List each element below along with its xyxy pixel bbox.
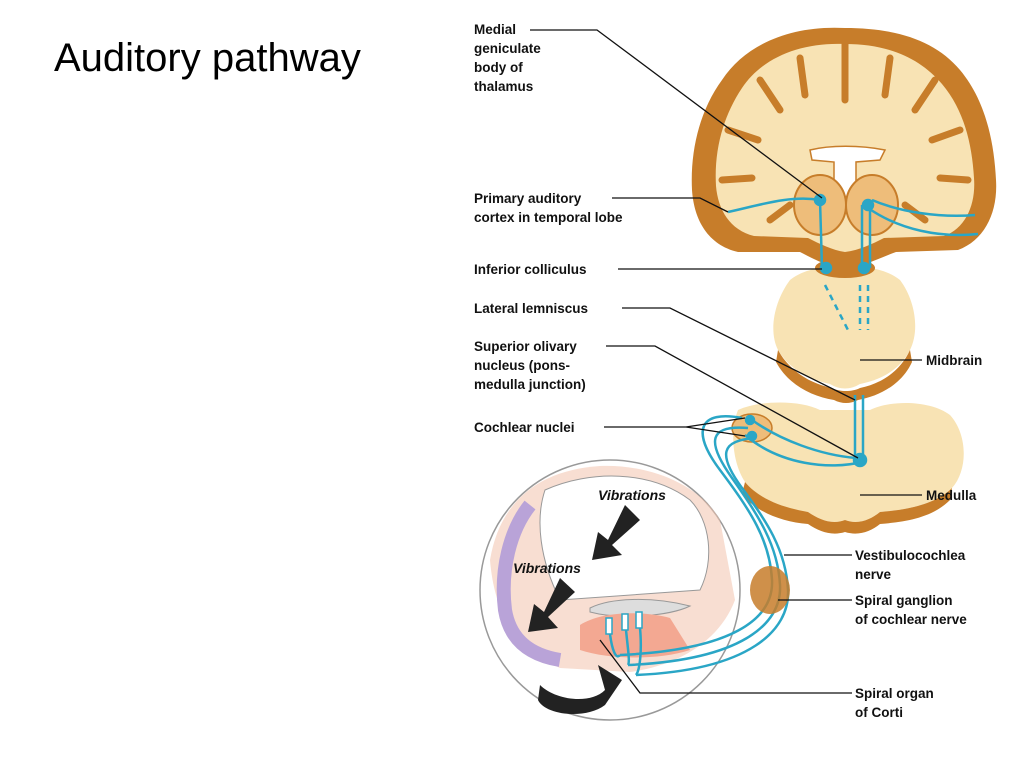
label-spiral-organ: Spiral organ of Corti bbox=[855, 686, 938, 720]
cochlear-nerve-2 bbox=[627, 426, 782, 667]
hair-cell-fibers bbox=[608, 627, 643, 676]
leader-superior-olivary bbox=[606, 345, 859, 459]
label-medulla: Medulla bbox=[926, 488, 977, 503]
curved-arrow bbox=[538, 665, 622, 715]
node-ic-left bbox=[819, 261, 833, 275]
node-ic-right bbox=[857, 261, 871, 275]
label-vibrations-bottom: Vibrations bbox=[513, 560, 581, 576]
pathway-cortex-right-2 bbox=[867, 206, 979, 237]
brain-section bbox=[691, 27, 997, 534]
leader-medial-geniculate bbox=[530, 29, 823, 199]
pathway-cortex-right bbox=[871, 198, 976, 218]
leader-primary-auditory bbox=[612, 197, 729, 213]
leader-cochlear-nuclei bbox=[604, 417, 746, 437]
label-superior-olivary: Superior olivary nucleus (pons- medulla … bbox=[474, 339, 586, 392]
node-mgb-left bbox=[813, 193, 827, 207]
vibration-arrow-top bbox=[592, 505, 640, 560]
cochlea-inset bbox=[479, 459, 741, 721]
pathway-thalamus-down-left bbox=[818, 199, 824, 269]
gyri-folds bbox=[718, 40, 972, 224]
medulla-base bbox=[742, 482, 952, 534]
leader-lateral-lemniscus bbox=[622, 307, 856, 401]
colliculi bbox=[815, 258, 875, 278]
slide-title: Auditory pathway bbox=[54, 36, 361, 80]
label-primary-auditory: Primary auditory cortex in temporal lobe bbox=[474, 191, 623, 225]
midbrain-section bbox=[773, 267, 916, 389]
pathway-cochlear-to-olive-2 bbox=[744, 434, 863, 467]
label-vestibulocochlear: Vestibulocochlea nerve bbox=[855, 548, 969, 582]
midbrain-base bbox=[776, 350, 912, 403]
pathway-cortex-left bbox=[727, 197, 821, 214]
leader-lines bbox=[530, 29, 922, 694]
cochlear-nerve-3 bbox=[635, 436, 790, 677]
label-spiral-ganglion: Spiral ganglion of cochlear nerve bbox=[855, 593, 967, 627]
node-olive bbox=[852, 452, 868, 468]
hair-cells bbox=[605, 611, 643, 635]
leader-spiral-organ bbox=[599, 639, 852, 694]
label-inferior-colliculus: Inferior colliculus bbox=[474, 262, 587, 277]
label-cochlear-nuclei: Cochlear nuclei bbox=[474, 420, 575, 435]
node-cochlear-2 bbox=[746, 430, 758, 442]
label-vibrations-top: Vibrations bbox=[598, 487, 666, 503]
label-medial-geniculate: Medial geniculate body of thalamus bbox=[474, 22, 545, 94]
node-mgb-right bbox=[861, 198, 875, 212]
label-midbrain: Midbrain bbox=[926, 353, 982, 368]
nerve-pathways bbox=[608, 193, 979, 677]
vibration-arrow-bottom bbox=[528, 578, 575, 632]
cochlea-purple-coil bbox=[496, 500, 562, 667]
pathway-cochlear-to-olive bbox=[751, 418, 857, 460]
spiral-ganglion bbox=[750, 566, 790, 614]
node-cochlear-1 bbox=[744, 414, 756, 426]
cochlear-nerve-1 bbox=[619, 415, 774, 657]
label-lateral-lemniscus: Lateral lemniscus bbox=[474, 301, 588, 316]
medulla-section bbox=[733, 402, 964, 523]
scala-media bbox=[539, 475, 710, 601]
pathway-dashed-left bbox=[823, 284, 850, 331]
